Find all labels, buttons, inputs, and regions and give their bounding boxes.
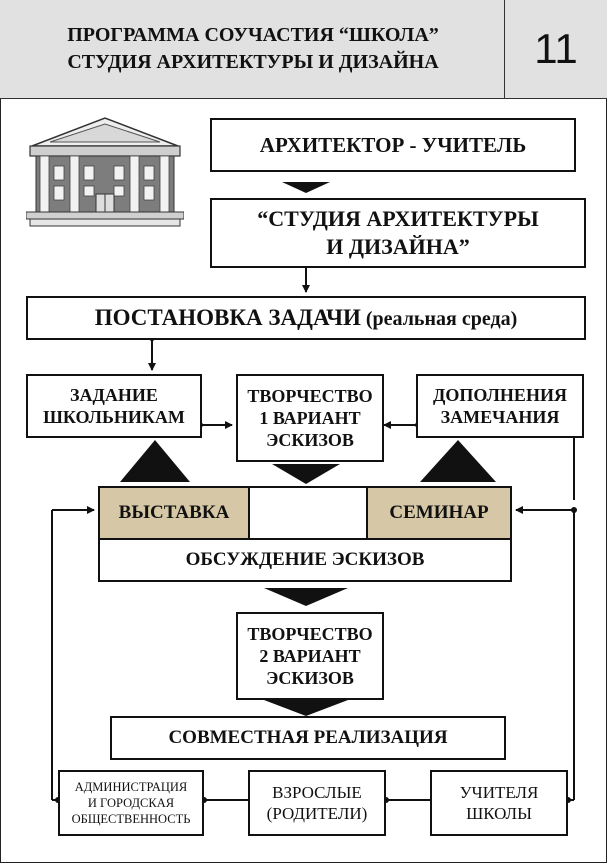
exhibition-label: ВЫСТАВКА xyxy=(118,502,230,523)
exhibition-box: ВЫСТАВКА xyxy=(98,486,250,540)
creativity-1-label: ТВОРЧЕСТВО 1 ВАРИАНТ ЭСКИЗОВ xyxy=(247,386,373,450)
page-title: ПРОГРАММА СОУЧАСТИЯ “ШКОЛА” СТУДИЯ АРХИТ… xyxy=(67,24,439,73)
administration-box: АДМИНИСТРАЦИЯ И ГОРОДСКАЯ ОБЩЕСТВЕННОСТЬ xyxy=(58,770,204,836)
studio-label: “СТУДИЯ АРХИТЕКТУРЫ И ДИЗАЙНА” xyxy=(257,206,539,259)
adults-label: ВЗРОСЛЫЕ (РОДИТЕЛИ) xyxy=(266,783,368,823)
seminar-box: СЕМИНАР xyxy=(366,486,512,540)
joint-implementation-label: СОВМЕСТНАЯ РЕАЛИЗАЦИЯ xyxy=(168,727,448,748)
building-icon xyxy=(26,117,184,227)
adults-box: ВЗРОСЛЫЕ (РОДИТЕЛИ) xyxy=(248,770,386,836)
header: ПРОГРАММА СОУЧАСТИЯ “ШКОЛА” СТУДИЯ АРХИТ… xyxy=(0,0,607,99)
task-setting-note: (реальная среда) xyxy=(360,308,518,330)
creativity-2-label: ТВОРЧЕСТВО 2 ВАРИАНТ ЭСКИЗОВ xyxy=(247,624,373,688)
page-number: 11 xyxy=(534,25,578,72)
task-setting-title: ПОСТАНОВКА ЗАДАЧИ xyxy=(94,305,361,330)
architect-teacher-label: АРХИТЕКТОР - УЧИТЕЛЬ xyxy=(259,132,527,157)
task-setting-box: ПОСТАНОВКА ЗАДАЧИ (реальная среда) xyxy=(26,296,586,340)
assignment-label: ЗАДАНИЕ ШКОЛЬНИКАМ xyxy=(43,385,185,427)
assignment-box: ЗАДАНИЕ ШКОЛЬНИКАМ xyxy=(26,374,202,438)
creativity-1-box: ТВОРЧЕСТВО 1 ВАРИАНТ ЭСКИЗОВ xyxy=(236,374,384,462)
architect-teacher-box: АРХИТЕКТОР - УЧИТЕЛЬ xyxy=(210,118,576,172)
discussion-label: ОБСУЖДЕНИЕ ЭСКИЗОВ xyxy=(185,549,425,570)
administration-label: АДМИНИСТРАЦИЯ И ГОРОДСКАЯ ОБЩЕСТВЕННОСТЬ xyxy=(71,780,191,826)
teachers-label: УЧИТЕЛЯ ШКОЛЫ xyxy=(459,783,539,823)
discussion-box: ОБСУЖДЕНИЕ ЭСКИЗОВ xyxy=(98,538,512,582)
exchange-box xyxy=(248,486,368,540)
creativity-2-box: ТВОРЧЕСТВО 2 ВАРИАНТ ЭСКИЗОВ xyxy=(236,612,384,700)
additions-label: ДОПОЛНЕНИЯ ЗАМЕЧАНИЯ xyxy=(433,385,567,427)
header-divider xyxy=(504,0,505,98)
studio-box: “СТУДИЯ АРХИТЕКТУРЫ И ДИЗАЙНА” xyxy=(210,198,586,268)
additions-box: ДОПОЛНЕНИЯ ЗАМЕЧАНИЯ xyxy=(416,374,584,438)
seminar-label: СЕМИНАР xyxy=(389,502,489,523)
task-setting-label: ПОСТАНОВКА ЗАДАЧИ (реальная среда) xyxy=(95,305,517,331)
joint-implementation-box: СОВМЕСТНАЯ РЕАЛИЗАЦИЯ xyxy=(110,716,506,760)
teachers-box: УЧИТЕЛЯ ШКОЛЫ xyxy=(430,770,568,836)
